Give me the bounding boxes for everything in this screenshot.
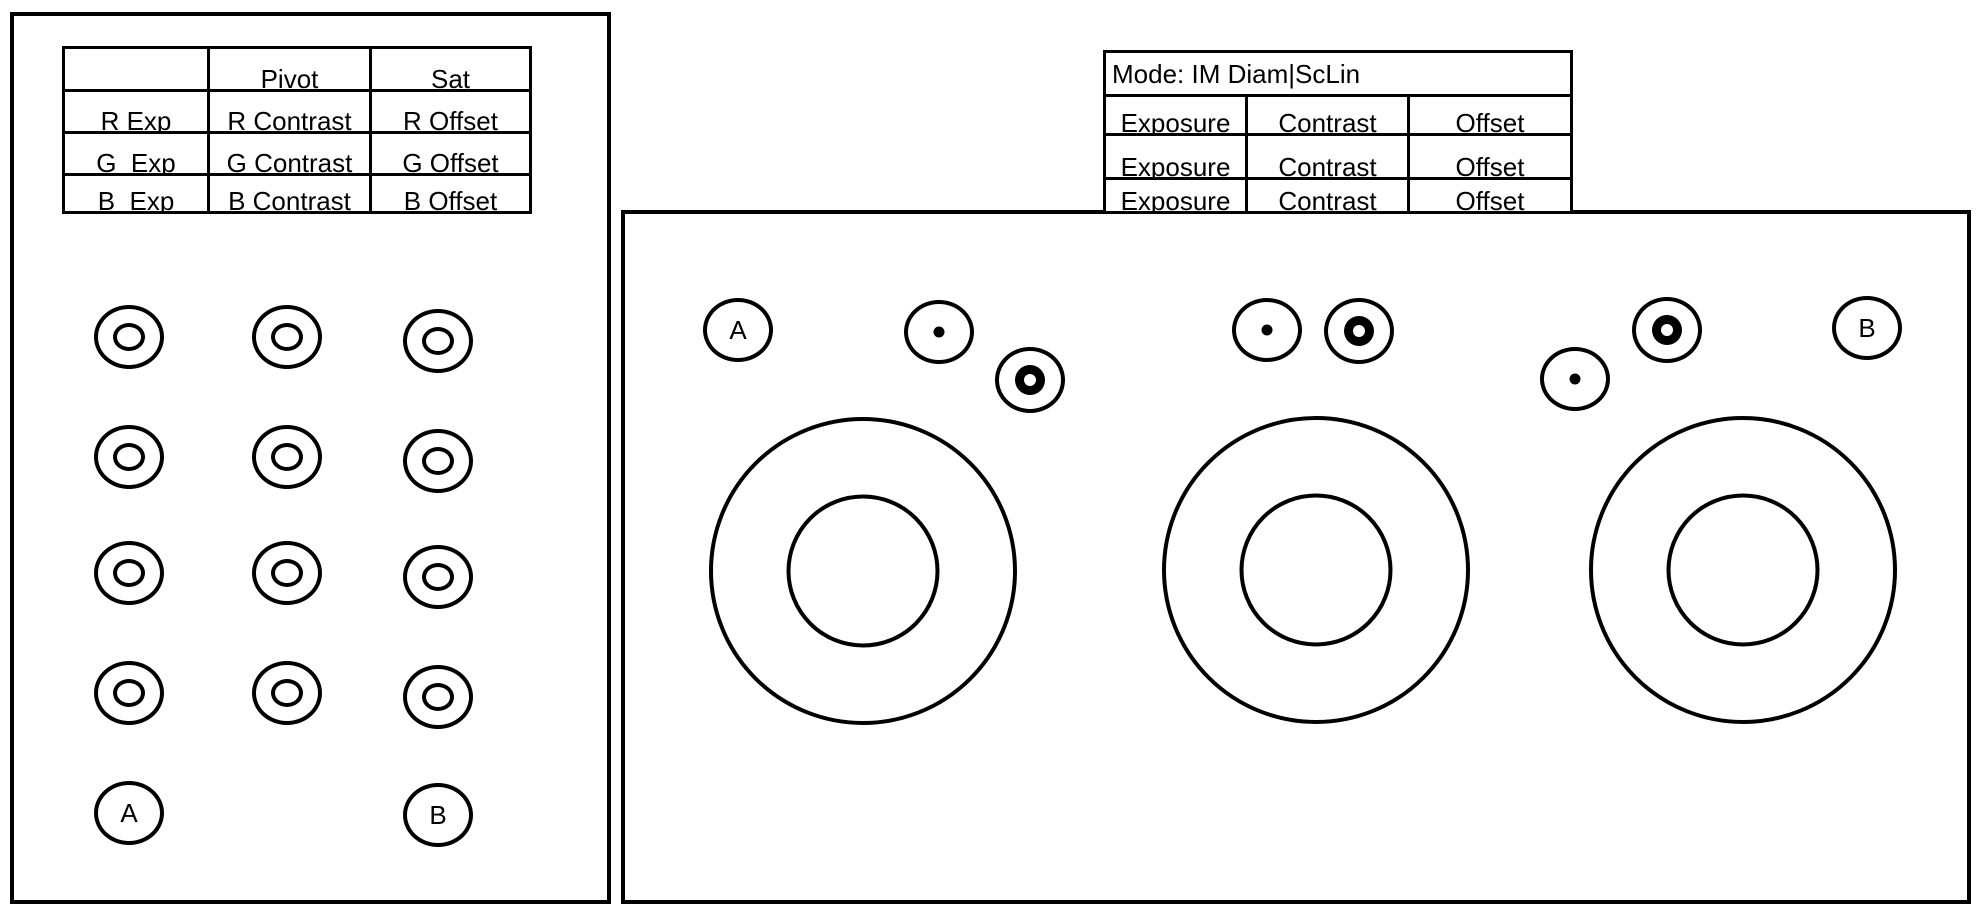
knob-pivot[interactable] bbox=[252, 661, 322, 725]
knob-b-exp[interactable] bbox=[94, 541, 164, 605]
trackball-ball-icon[interactable] bbox=[1666, 493, 1820, 647]
table-row-2: Exposure Contrast Offset bbox=[1103, 133, 1573, 180]
dot-knob-icon bbox=[933, 326, 945, 338]
button-b-label: B bbox=[429, 800, 447, 830]
ring-knob-center[interactable] bbox=[1324, 298, 1394, 364]
right-mapping-table: Mode: IM Diam|ScLin Exposure Contrast Of… bbox=[1103, 50, 1573, 214]
knob-g-offset[interactable] bbox=[403, 429, 473, 493]
knob-sat[interactable] bbox=[403, 665, 473, 729]
cell-offset-1: Offset bbox=[1407, 94, 1573, 136]
knob-center-icon bbox=[271, 559, 303, 587]
dot-knob-icon bbox=[1261, 324, 1273, 336]
header-cell-empty bbox=[62, 46, 210, 92]
button-b-label: B bbox=[1858, 313, 1876, 343]
mode-label-cell: Mode: IM Diam|ScLin bbox=[1103, 50, 1573, 97]
button-a-label: A bbox=[729, 315, 747, 345]
cell-b-exp: B Exp bbox=[62, 173, 210, 214]
header-cell-sat: Sat bbox=[369, 46, 532, 92]
cell-r-offset: R Offset bbox=[369, 89, 532, 134]
cell-exposure-3: Exposure bbox=[1103, 177, 1248, 214]
knob-g-exp[interactable] bbox=[94, 425, 164, 489]
cell-exposure-2: Exposure bbox=[1103, 133, 1248, 180]
mode-label: Mode: IM Diam|ScLin bbox=[1112, 58, 1361, 89]
right-button-a[interactable]: A bbox=[703, 298, 773, 362]
ring-knob-right[interactable] bbox=[1632, 297, 1702, 363]
knob-center-icon bbox=[422, 447, 454, 475]
knob-center-icon bbox=[422, 563, 454, 591]
knob-exp[interactable] bbox=[94, 661, 164, 725]
cell-b-offset: B Offset bbox=[369, 173, 532, 214]
table-row-blue: B Exp B Contrast B Offset bbox=[62, 173, 532, 214]
table-row-3: Exposure Contrast Offset bbox=[1103, 177, 1573, 214]
table-row-1: Exposure Contrast Offset bbox=[1103, 94, 1573, 136]
knob-center-icon bbox=[113, 443, 145, 471]
trackball-right[interactable] bbox=[1589, 416, 1897, 724]
knob-b-offset[interactable] bbox=[403, 545, 473, 609]
table-row-green: G Exp G Contrast G Offset bbox=[62, 131, 532, 176]
ring-knob-icon bbox=[1015, 365, 1045, 395]
ring-knob-icon bbox=[1344, 316, 1374, 346]
cell-offset-2: Offset bbox=[1407, 133, 1573, 180]
trackball-left[interactable] bbox=[709, 417, 1017, 725]
cell-r-exp: R Exp bbox=[62, 89, 210, 134]
cell-g-contrast: G Contrast bbox=[207, 131, 372, 176]
knob-center-icon bbox=[271, 443, 303, 471]
knob-center-icon bbox=[113, 323, 145, 351]
cell-contrast-2: Contrast bbox=[1245, 133, 1410, 180]
left-button-a[interactable]: A bbox=[94, 781, 164, 845]
button-a-label: A bbox=[120, 798, 138, 828]
cell-r-contrast: R Contrast bbox=[207, 89, 372, 134]
table-header-row: Pivot Sat bbox=[62, 46, 532, 92]
cell-exposure-1: Exposure bbox=[1103, 94, 1248, 136]
cell-offset-3: Offset bbox=[1407, 177, 1573, 214]
left-mapping-table: Pivot Sat R Exp R Contrast R Offset G Ex… bbox=[62, 46, 532, 214]
knob-center-icon bbox=[113, 559, 145, 587]
trackball-ball-icon[interactable] bbox=[786, 494, 940, 648]
trackball-ball-icon[interactable] bbox=[1239, 493, 1393, 647]
dot-knob-right[interactable] bbox=[1540, 347, 1610, 411]
knob-center-icon bbox=[422, 683, 454, 711]
mode-row: Mode: IM Diam|ScLin bbox=[1103, 50, 1573, 97]
knob-g-contrast[interactable] bbox=[252, 425, 322, 489]
left-button-b[interactable]: B bbox=[403, 783, 473, 847]
ring-knob-left[interactable] bbox=[995, 347, 1065, 413]
knob-r-offset[interactable] bbox=[403, 309, 473, 373]
knob-center-icon bbox=[271, 679, 303, 707]
trackball-center[interactable] bbox=[1162, 416, 1470, 724]
knob-center-icon bbox=[113, 679, 145, 707]
cell-contrast-3: Contrast bbox=[1245, 177, 1410, 214]
knob-r-exp[interactable] bbox=[94, 305, 164, 369]
dot-knob-icon bbox=[1569, 373, 1581, 385]
cell-b-contrast: B Contrast bbox=[207, 173, 372, 214]
knob-center-icon bbox=[422, 327, 454, 355]
table-row-red: R Exp R Contrast R Offset bbox=[62, 89, 532, 134]
right-button-b[interactable]: B bbox=[1832, 296, 1902, 360]
cell-contrast-1: Contrast bbox=[1245, 94, 1410, 136]
cell-g-offset: G Offset bbox=[369, 131, 532, 176]
knob-r-contrast[interactable] bbox=[252, 305, 322, 369]
header-cell-pivot: Pivot bbox=[207, 46, 372, 92]
dot-knob-left[interactable] bbox=[904, 300, 974, 364]
dot-knob-center[interactable] bbox=[1232, 298, 1302, 362]
knob-b-contrast[interactable] bbox=[252, 541, 322, 605]
knob-center-icon bbox=[271, 323, 303, 351]
cell-g-exp: G Exp bbox=[62, 131, 210, 176]
ring-knob-icon bbox=[1652, 315, 1682, 345]
